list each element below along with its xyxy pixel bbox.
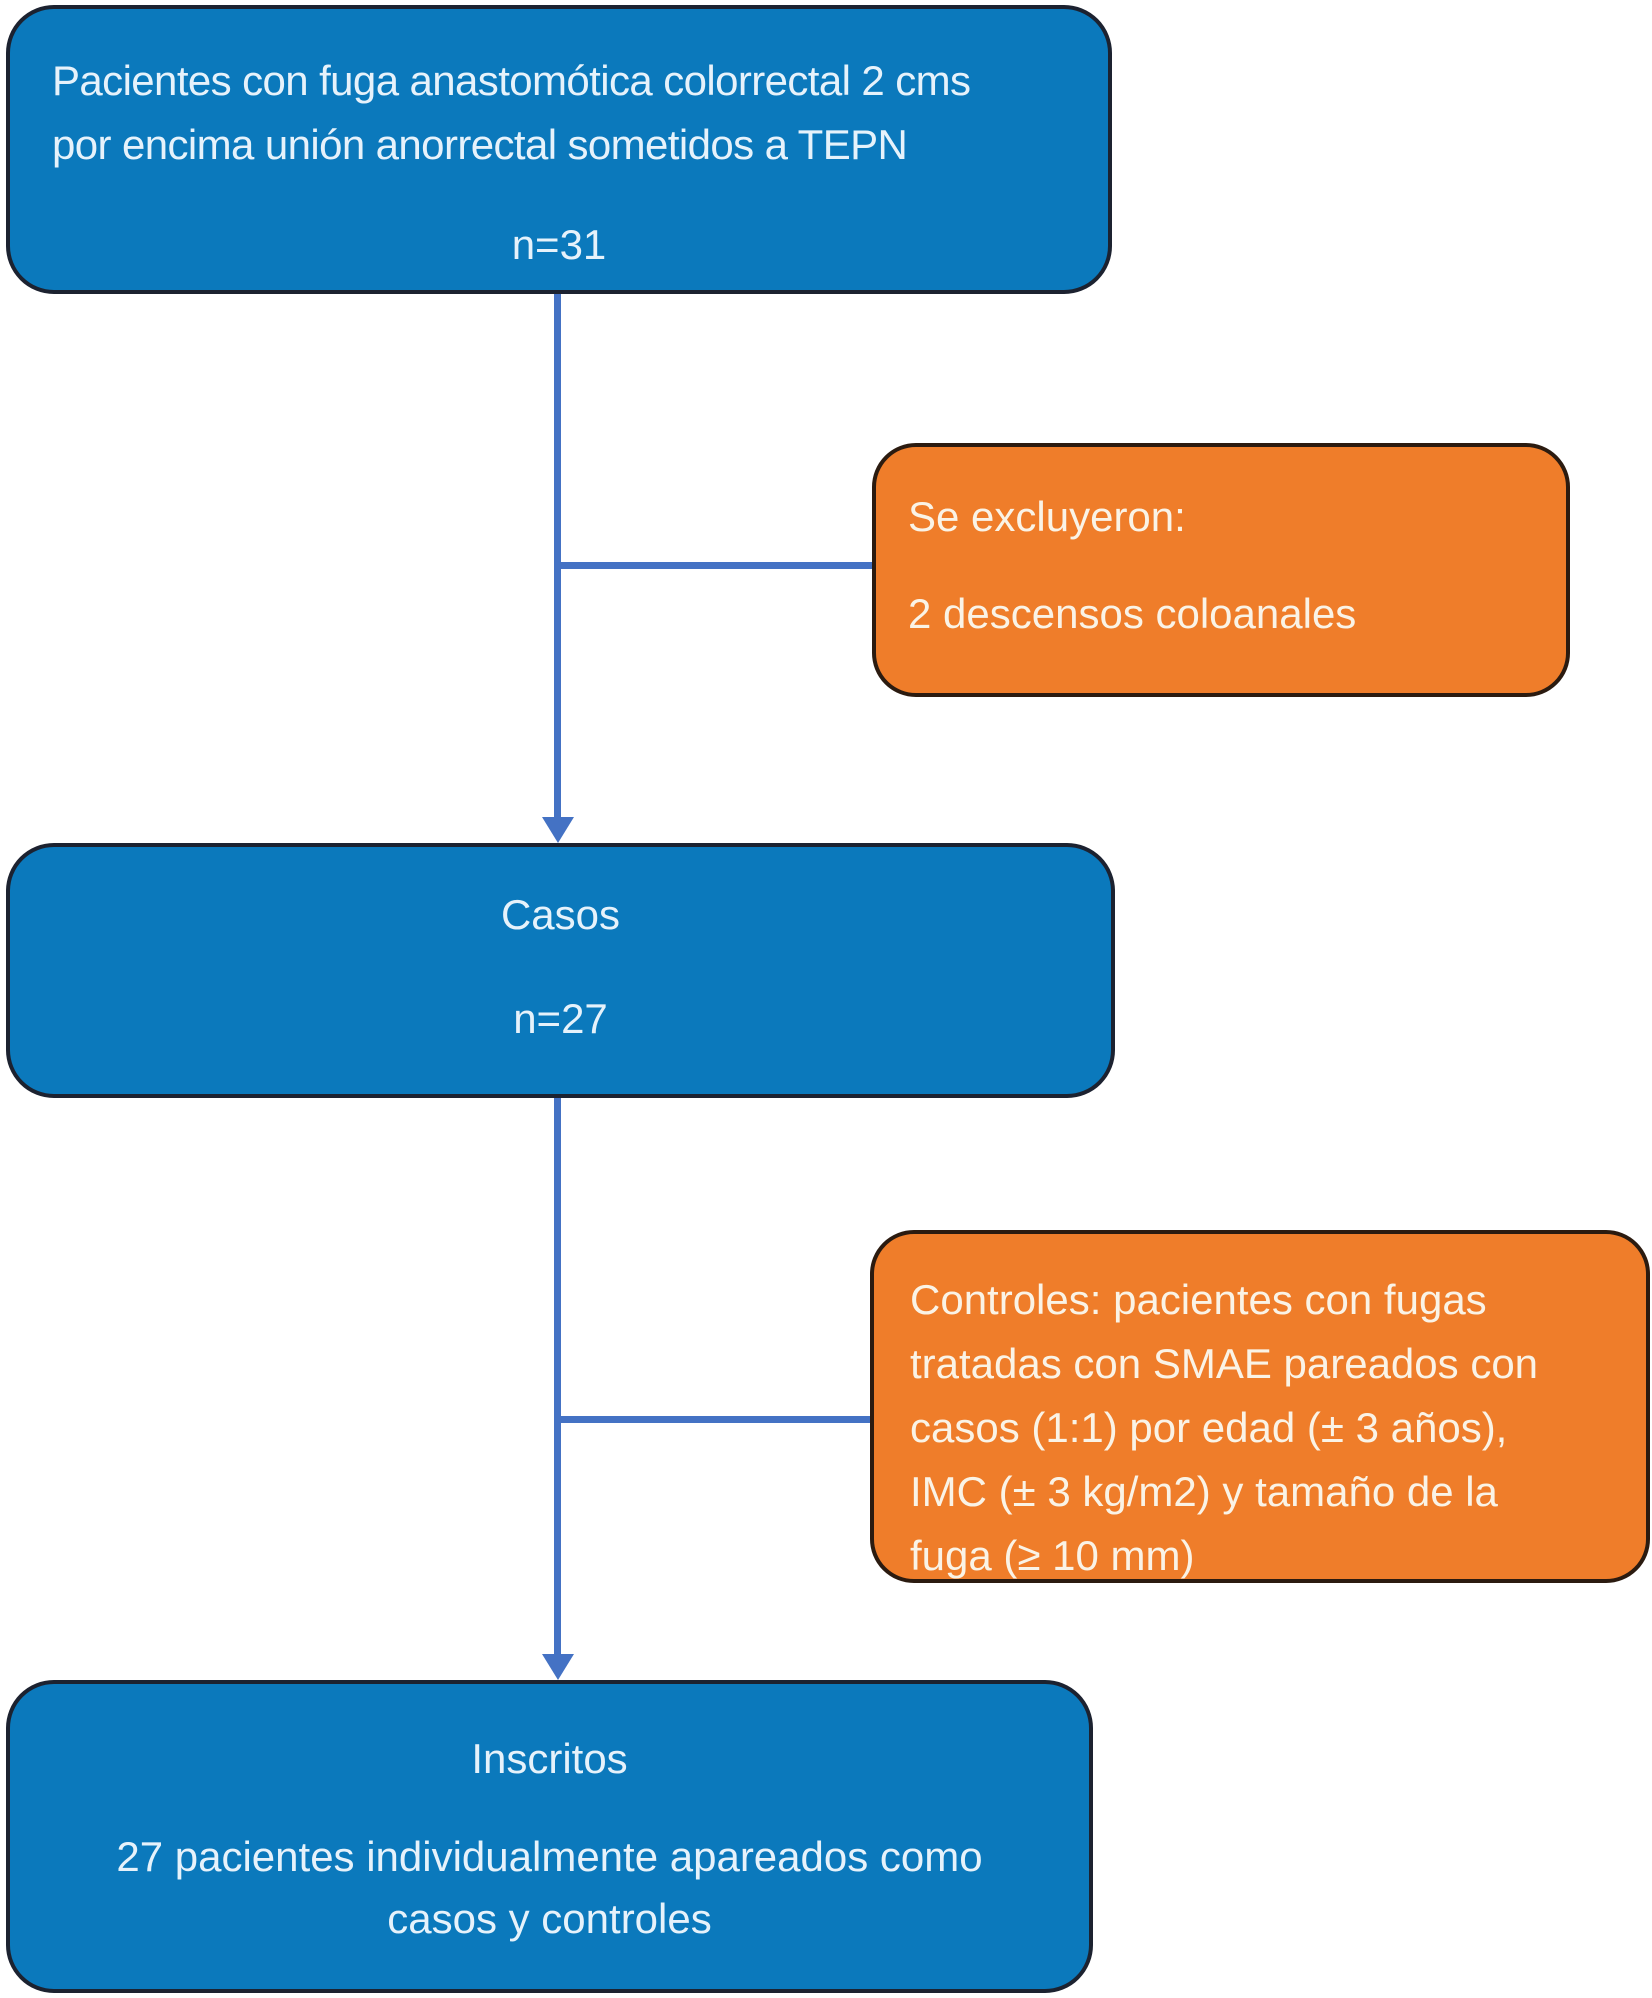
connector-branch-controls (557, 1416, 874, 1423)
cases-title: Casos (500, 891, 621, 938)
cases-count: n=27 (513, 995, 608, 1042)
excluded-title: Se excluyeron: (908, 493, 1186, 540)
enrolled-detail: 27 pacientes individualmente apareados c… (116, 1833, 983, 1942)
connector-cases-to-enrolled (554, 1098, 561, 1656)
flow-box-enrolled: Inscritos 27 pacientes individualmente a… (6, 1680, 1093, 1993)
source-population-count: n=31 (511, 221, 607, 268)
flow-box-controls: Controles: pacientes con fugas tratadas … (870, 1230, 1650, 1583)
arrow-down-icon (542, 817, 574, 843)
connector-branch-excluded (557, 562, 872, 569)
flow-box-excluded: Se excluyeron: 2 descensos coloanales (872, 443, 1570, 697)
source-population-text: Pacientes con fuga anastomótica colorrec… (52, 57, 971, 168)
enrolled-title: Inscritos (471, 1735, 628, 1782)
controls-text: Controles: pacientes con fugas tratadas … (910, 1276, 1539, 1579)
flow-box-cases: Casos n=27 (6, 843, 1115, 1098)
arrow-down-icon (542, 1654, 574, 1680)
connector-source-to-cases (554, 293, 561, 820)
excluded-detail: 2 descensos coloanales (908, 590, 1357, 637)
flow-box-source-population: Pacientes con fuga anastomótica colorrec… (6, 5, 1112, 294)
